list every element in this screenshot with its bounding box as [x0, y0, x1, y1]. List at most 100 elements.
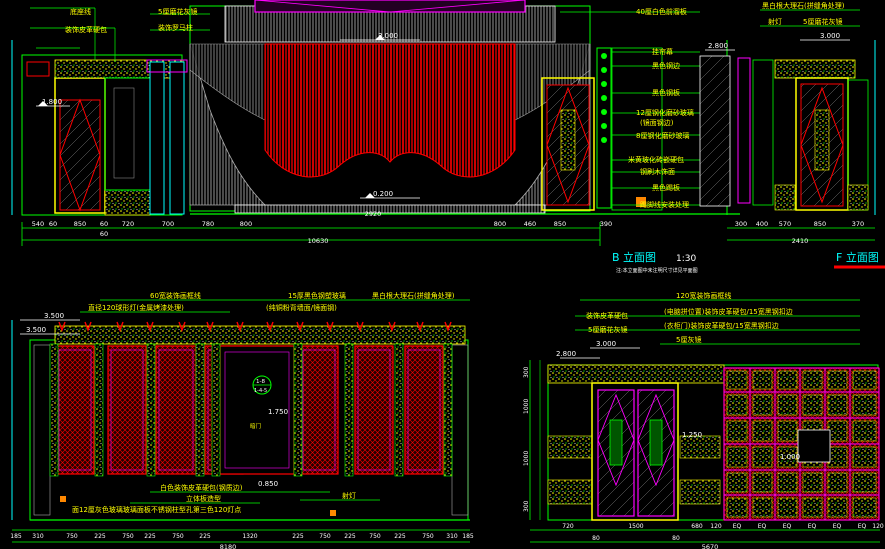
- d-wardrobe-cell: [827, 497, 848, 518]
- b-label-right-5: 12厘钢化磨砂玻璃: [636, 108, 694, 117]
- c-dim-value: 1320: [242, 533, 257, 540]
- c-ceiling-spotlight: [388, 321, 396, 332]
- c-label-top-3: 15厚黑色钢塑玻璃: [288, 291, 346, 300]
- c-ceiling-spotlight: [58, 321, 66, 332]
- d-wardrobe-cell: [726, 370, 748, 390]
- c-panel-inner-frame: [158, 349, 194, 471]
- b-label-right-11: 踢脚线安装处理: [640, 200, 689, 209]
- light-column: [601, 53, 607, 143]
- d-elev-1000: 1.000: [780, 453, 800, 461]
- d-label-3: 120宽装饰画框线: [676, 291, 731, 300]
- c-elev-0850: 0.850: [258, 480, 278, 488]
- d-dim-value: 120: [872, 523, 884, 530]
- c-label-top-4: (纯铜粉背墙面/镜面钢): [266, 303, 337, 312]
- d-wardrobe-cell: [852, 370, 877, 390]
- panel-b-elevation: [11, 0, 740, 246]
- b-label-left-3: 5厘磨花灰镜: [158, 7, 197, 16]
- c-dim-value: 185: [10, 533, 22, 540]
- d-wardrobe-cell: [752, 472, 773, 493]
- c-ceiling-spotlight: [206, 321, 214, 332]
- b-dim: 700: [162, 220, 174, 228]
- d-dim-value: 720: [562, 523, 574, 530]
- d-dim-total: 5670: [702, 543, 719, 549]
- d-dim-value: EQ: [808, 523, 817, 530]
- b-elev-3000: 3.000: [378, 32, 398, 40]
- c-dim-value: 750: [172, 533, 184, 540]
- d-wardrobe-cell: [852, 472, 877, 493]
- c-ceiling-spotlight: [296, 321, 304, 332]
- c-stone-pilaster: [211, 343, 221, 477]
- b-elev-1800: 1.800: [42, 98, 62, 106]
- c-dim-value: 310: [32, 533, 44, 540]
- f-dim: 370: [852, 220, 864, 228]
- f-dim-total: 2410: [792, 237, 809, 245]
- c-dim-value: 225: [199, 533, 211, 540]
- b-dim: 60: [100, 230, 108, 238]
- c-wall-panel: [404, 345, 444, 475]
- d-wardrobe-cell: [752, 370, 773, 390]
- d-wardrobe-cell: [726, 420, 748, 442]
- d-elev-2800: 2.800: [556, 350, 576, 358]
- b-label-right-1: 40厘白色前溜板: [636, 7, 687, 16]
- d-wardrobe-grid: [723, 367, 880, 521]
- b-title: B 立面图: [612, 250, 656, 264]
- panel-c-elevation: [11, 299, 470, 543]
- d-label-1: 装饰皮革硬包: [586, 311, 628, 320]
- f-elev-2800: 2.800: [708, 42, 728, 50]
- d-wardrobe-cell: [827, 394, 848, 416]
- c-label-top-2: 直径120球形灯(金属烤漆处理): [88, 303, 184, 312]
- c-ceiling-spotlight: [146, 321, 154, 332]
- c-dim-value: 310: [446, 533, 458, 540]
- b-elev-0200: 0.200: [373, 190, 393, 198]
- c-ceiling-spotlight: [178, 321, 186, 332]
- c-ceiling-spotlight: [416, 321, 424, 332]
- d-wardrobe-cell: [752, 446, 773, 468]
- b-note: 注:本立面图中未注明尺寸详见平面图: [616, 267, 698, 274]
- d-wardrobe-cell: [852, 420, 877, 442]
- d-wardrobe-cell: [726, 446, 748, 468]
- f-elev-3000: 3.000: [820, 32, 840, 40]
- c-panel-inner-frame: [302, 349, 336, 471]
- c-stone-pilaster: [195, 343, 205, 477]
- b-dim: 540: [32, 220, 44, 228]
- d-wardrobe-cell: [752, 497, 773, 518]
- c-dim-value: 225: [144, 533, 156, 540]
- c-stone-pilaster: [146, 343, 156, 477]
- b-dim: 390: [600, 220, 612, 228]
- c-ceiling-spotlight: [326, 321, 334, 332]
- b-dim: 460: [524, 220, 536, 228]
- d-wardrobe-cell: [827, 446, 848, 468]
- f-dim: 400: [756, 220, 768, 228]
- c-elev-1750: 1.750: [268, 408, 288, 416]
- b-label-right-2: 挂帘幕: [652, 47, 673, 56]
- c-center-frame: [224, 351, 290, 469]
- d-wardrobe-cell: [777, 394, 798, 416]
- c-label-bottom-4: 射灯: [342, 491, 356, 500]
- d-wardrobe-cell: [852, 497, 877, 518]
- b-dim: 60: [49, 220, 57, 228]
- c-wall-panel: [55, 345, 95, 475]
- d-sub-dim: 80: [672, 535, 680, 542]
- b-dim: 800: [494, 220, 506, 228]
- d-vdim: 1000: [523, 451, 530, 466]
- c-dim-value: 750: [319, 533, 331, 540]
- d-wardrobe-cell: [752, 394, 773, 416]
- b-label-left-4: 装饰罗马柱: [158, 23, 193, 32]
- d-elev-3000: 3.000: [596, 340, 616, 348]
- b-label-right-3: 黑色钢边: [652, 61, 680, 70]
- c-label-bottom-1: 白色装饰皮革硬包(钢质边): [160, 483, 243, 492]
- c-dim-value: 750: [422, 533, 434, 540]
- f-label-2: 射灯: [768, 17, 782, 26]
- d-wardrobe-cell: [777, 446, 798, 468]
- b-dim-mid: 2920: [365, 210, 382, 218]
- panel-d-elevation: [529, 299, 880, 543]
- c-ceiling-spotlight: [356, 321, 364, 332]
- d-dim-value: EQ: [783, 523, 792, 530]
- b-label-right-6: (镜面钢边): [640, 118, 674, 127]
- b-label-right-9: 钢刷木饰面: [640, 167, 675, 176]
- d-dim-value: EQ: [858, 523, 867, 530]
- d-wardrobe-cell: [852, 394, 877, 416]
- d-dim-value: 1500: [628, 523, 643, 530]
